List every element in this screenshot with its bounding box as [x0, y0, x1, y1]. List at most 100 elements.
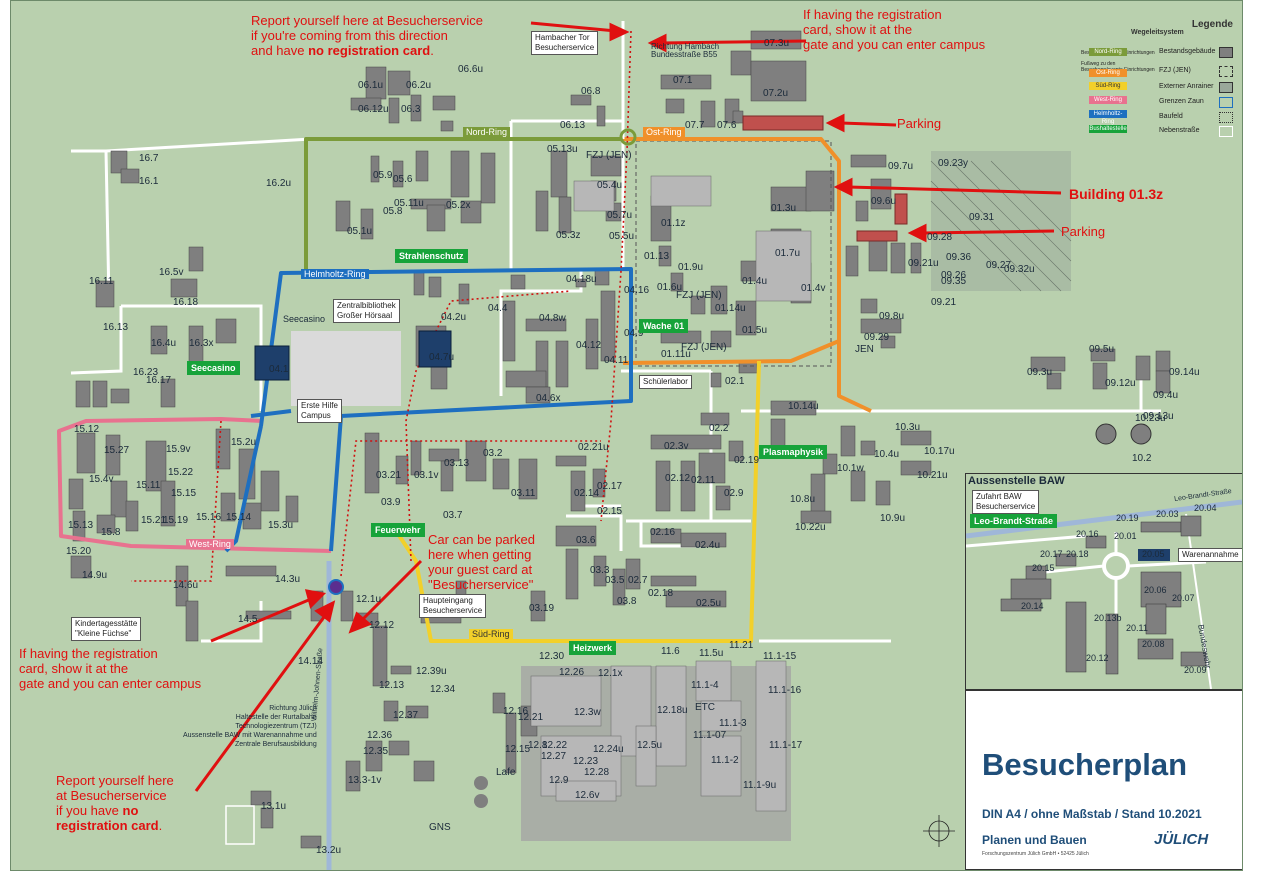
- etc-label: ETC: [695, 702, 715, 713]
- building-label: 11.21: [729, 640, 754, 651]
- building-label: 11.1-17: [769, 740, 803, 751]
- building-label: 12.21: [518, 712, 544, 723]
- seecasino-label: Seecasino: [283, 314, 326, 324]
- inset-building-label: 20.19: [1116, 513, 1139, 523]
- legend-fzj-icon: [1219, 66, 1233, 77]
- inset-building-label: 20.13b: [1094, 613, 1122, 623]
- building-label: 11.1-9u: [743, 780, 777, 791]
- building-label: 12.18u: [657, 705, 688, 716]
- building-label: 01.1z: [661, 218, 686, 229]
- building-label: 01.4v: [801, 283, 826, 294]
- building-label: 04.1: [269, 364, 289, 375]
- building-label: 10.17u: [924, 446, 955, 457]
- legend-swatch-bus: Bushaltestelle: [1089, 125, 1127, 133]
- building-label: 03.1v: [414, 470, 439, 481]
- helmholtz-ring-label: Helmholtz-Ring: [301, 269, 369, 279]
- building-label: 10.2: [1132, 453, 1152, 464]
- juelich-logo: JÜLICH: [1154, 831, 1209, 848]
- building-label: 12.24u: [593, 744, 624, 755]
- inset-building-label: 20.06: [1144, 585, 1167, 595]
- building-label: 15.20: [66, 546, 92, 557]
- stop-wache-01: Wache 01: [639, 319, 689, 333]
- building-label: 01.3u: [771, 203, 797, 214]
- department-label: Planen und Bauen: [982, 833, 1087, 847]
- building-label: 02.7: [628, 575, 648, 586]
- building-label: 06.3: [401, 104, 421, 115]
- building-label: 16.11: [89, 276, 114, 287]
- building-label: 09.12u: [1105, 378, 1136, 389]
- inset-building-label: 20.17: [1040, 549, 1063, 559]
- building-label: 05.8: [383, 206, 403, 217]
- building-label: 14.3u: [275, 574, 301, 585]
- building-label: 15.19: [163, 515, 189, 526]
- stop-strahlenschutz: Strahlenschutz: [395, 249, 468, 263]
- legend-title: Legende: [1191, 19, 1233, 30]
- building-label: 14.14: [298, 656, 324, 667]
- building-label: 06.13: [560, 120, 586, 131]
- building-label: 14.6u: [173, 580, 199, 591]
- building-label: 12.1u: [356, 594, 382, 605]
- kindertagesstaette-label: Kindertagesstätte"Kleine Füchse": [71, 617, 142, 641]
- inset-graphics: [966, 499, 1242, 689]
- building-label: 02.19: [734, 455, 760, 466]
- legend-item: Nebenstraße: [1159, 127, 1200, 134]
- building-label: 05.4u: [597, 180, 623, 191]
- building-label: 10.23u: [1135, 413, 1166, 424]
- building-label: 04.4: [488, 303, 508, 314]
- building-label: 15.11: [136, 480, 161, 491]
- building-label: 06.1u: [358, 80, 384, 91]
- building-label: 12.37: [393, 710, 419, 721]
- building-label: 05.11u: [394, 198, 424, 209]
- legend-bestand-icon: [1219, 47, 1233, 58]
- building-label: 15.27: [104, 445, 130, 456]
- building-label: 10.9u: [880, 513, 906, 524]
- lafe-label: Lafe: [496, 767, 516, 778]
- building-label: 15.4v: [89, 474, 114, 485]
- building-label: 12.34: [430, 684, 456, 695]
- building-label: 16.5v: [159, 267, 184, 278]
- building-label: 09.5u: [1089, 344, 1115, 355]
- stop-heizwerk: Heizwerk: [569, 641, 617, 655]
- legend-swatch-helmholtz: Helmholtz-Ring: [1089, 110, 1127, 125]
- building-label: 09.7u: [888, 161, 914, 172]
- building-label: 02.16: [650, 527, 676, 538]
- building-label: 04.7u: [429, 352, 455, 363]
- inset-building-label: 20.08: [1142, 639, 1165, 649]
- address-label: Forschungszentrum Jülich GmbH • 52425 Jü…: [982, 851, 1089, 857]
- building-label: 16.3x: [189, 338, 214, 349]
- building-label: 15.3u: [268, 520, 294, 531]
- building-label: 03.8: [617, 596, 637, 607]
- building-label: 02.17: [597, 481, 623, 492]
- building-label: 10.21u: [917, 470, 948, 481]
- building-label: 11.5u: [699, 648, 724, 659]
- legend-subtitle: Wegeleitsystem: [1131, 29, 1184, 36]
- building-label: 04.18u: [566, 274, 597, 285]
- building-label: 02.11: [691, 475, 716, 486]
- building-label: 15.22: [168, 467, 194, 478]
- parking-label-2: Parking: [1061, 224, 1106, 239]
- building-label: 16.18: [173, 297, 199, 308]
- building-label: 06.2u: [406, 80, 432, 91]
- building-label: 15.12: [74, 424, 100, 435]
- building-label: 06.6u: [458, 64, 484, 75]
- building-label: 12.36: [367, 730, 393, 741]
- building-label: 15.2u: [231, 437, 257, 448]
- inset-warenannahme-label: Warenannahme: [1178, 548, 1242, 562]
- legend-item: Grenzen Zaun: [1159, 98, 1204, 105]
- building-label: 12.9: [549, 775, 569, 786]
- building-label: 15.13: [68, 520, 94, 531]
- building-label: 11.1-07: [693, 730, 727, 741]
- building-label: 04.9: [624, 328, 644, 339]
- legend-zaun-icon: [1219, 97, 1233, 108]
- building-label: 16.4u: [151, 338, 177, 349]
- building-label: 12.39u: [416, 666, 447, 677]
- building-label: 02.2: [709, 423, 729, 434]
- building-label: 10.14u: [788, 401, 819, 412]
- building-label: 01.11u: [661, 349, 691, 360]
